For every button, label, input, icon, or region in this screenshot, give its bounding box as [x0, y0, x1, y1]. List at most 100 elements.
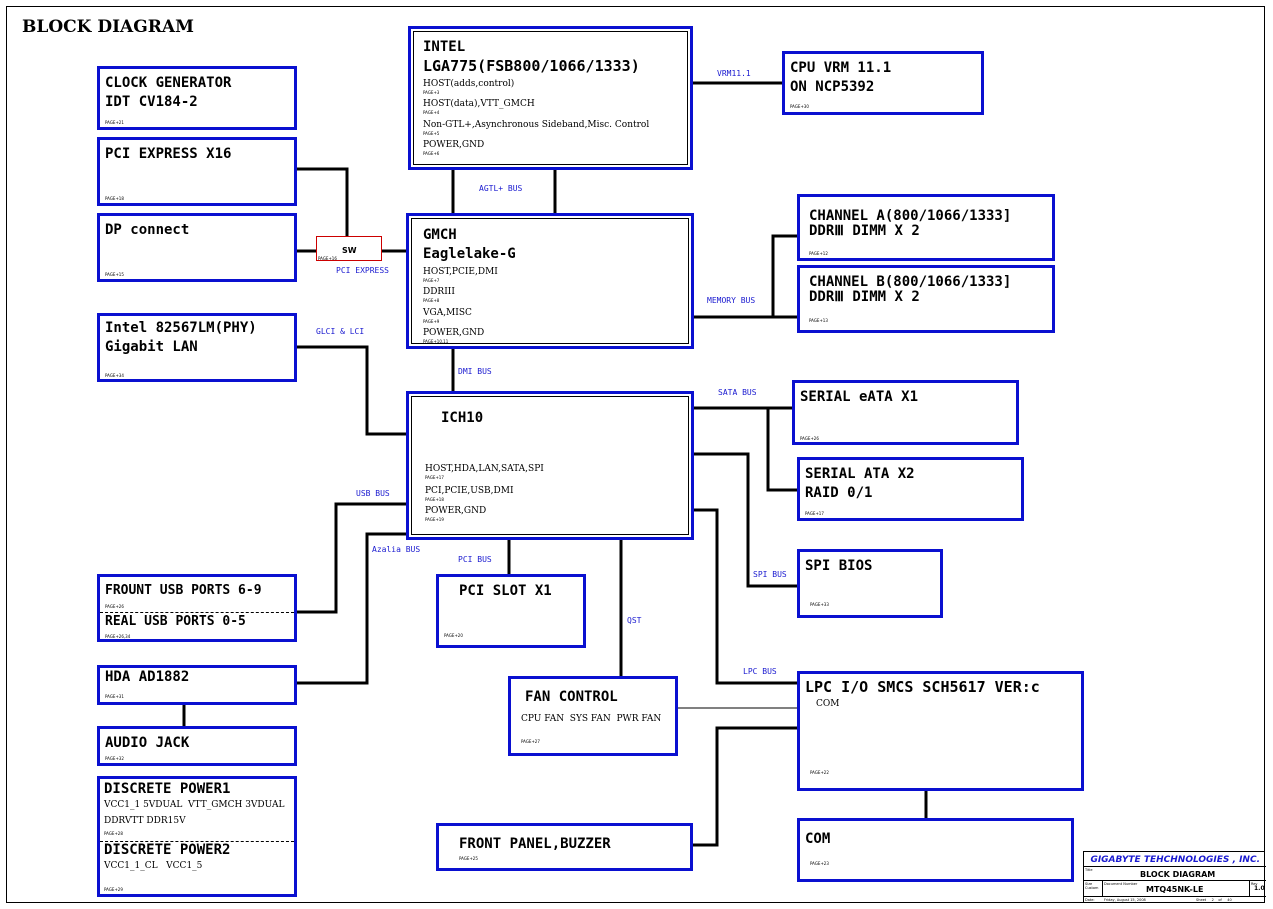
page-ref: PAGE+32 [105, 756, 124, 761]
page-ref: PAGE+26 [800, 436, 819, 441]
company-name: GIGABYTE TEHCHNOLOGIES , INC. [1090, 855, 1260, 865]
dp-connect-block: DP connect PAGE+15 [97, 213, 297, 282]
intel-cpu-sub-3: Non-GTL+,Asynchronous Sideband,Misc. Con… [423, 120, 650, 130]
serial-ata-line-1: SERIAL ATA X2 [805, 466, 915, 482]
ich10-sub-1: HOST,HDA,LAN,SATA,SPI [425, 464, 544, 474]
pci-express-x16-block: PCI EXPRESS X16 PAGE+18 [97, 137, 297, 206]
front-panel-block: FRONT PANEL,BUZZER PAGE+25 [436, 823, 693, 871]
power-divider [100, 841, 294, 842]
date-field: Date: [1085, 898, 1095, 902]
page-ref: PAGE+18 [105, 196, 124, 201]
intel-cpu-socket: LGA775(FSB800/1066/1333) [423, 57, 640, 75]
page-ref: PAGE+5 [423, 131, 440, 136]
usb-front-ports-label: FROUNT USB PORTS 6-9 [105, 583, 262, 598]
page-ref: PAGE+23 [810, 861, 829, 866]
usb-rear-ports-label: REAL USB PORTS 0-5 [105, 614, 246, 629]
hda-label: HDA AD1882 [105, 669, 190, 685]
lpc-io-com: COM [816, 699, 840, 709]
page-ref: PAGE+22 [810, 770, 829, 775]
intel-lan-block: Intel 82567LM(PHY) Gigabit LAN PAGE+34 [97, 313, 297, 382]
com-block: COM PAGE+23 [797, 818, 1074, 882]
page-ref: PAGE+17 [425, 475, 444, 480]
bus-label-memory: MEMORY BUS [707, 296, 756, 305]
page-ref: PAGE+30 [790, 104, 809, 109]
gmch-sub-2: DDRIII [423, 287, 455, 297]
page-ref: PAGE+29 [104, 887, 123, 892]
ich10-title: ICH10 [441, 410, 484, 426]
ich10-sub-2: PCI,PCIE,USB,DMI [425, 486, 514, 496]
ich10-block: ICH10 HOST,HDA,LAN,SATA,SPI PAGE+17 PCI,… [406, 391, 694, 540]
serial-eata-label: SERIAL eATA X1 [800, 389, 919, 405]
discrete-power2-title: DISCRETE POWER2 [104, 842, 231, 858]
bus-label-vrm: VRM11.1 [717, 69, 751, 78]
title-block-rule [1249, 880, 1250, 896]
spi-bios-label: SPI BIOS [805, 558, 873, 574]
sw-switch-block: SW PAGE+16 [316, 236, 382, 261]
com-label: COM [805, 831, 831, 847]
fan-control-block: FAN CONTROL CPU FAN SYS FAN PWR FAN PAGE… [508, 676, 678, 756]
gmch-sub-3: VGA,MISC [423, 308, 472, 318]
document-number-label: Document Number [1104, 882, 1138, 886]
page-ref: PAGE+31 [105, 694, 124, 699]
bus-label-agtl: AGTL+ BUS [479, 184, 523, 193]
sheet-frame [6, 6, 1265, 903]
page-ref: PAGE+27 [521, 739, 540, 744]
page-ref: PAGE+16 [318, 256, 337, 261]
intel-lan-line-1: Intel 82567LM(PHY) [105, 320, 257, 336]
channel-b-block: CHANNEL B(800/1066/1333] DDRⅢ DIMM X 2 P… [797, 265, 1055, 333]
channel-a-line-1: CHANNEL A(800/1066/1333] [809, 208, 1012, 224]
date-value: Friday, August 15, 2008 [1104, 898, 1146, 902]
gmch-block: GMCH Eaglelake-G HOST,PCIE,DMI PAGE+7 DD… [406, 213, 694, 349]
gmch-title: GMCH [423, 227, 457, 243]
title-block-rule [1084, 896, 1266, 897]
page-ref: PAGE+8 [423, 298, 440, 303]
channel-b-line-1: CHANNEL B(800/1066/1333] [809, 274, 1012, 290]
channel-a-block: CHANNEL A(800/1066/1333] DDRⅢ DIMM X 2 P… [797, 194, 1055, 261]
page-ref: PAGE+10,11 [423, 339, 449, 344]
document-number: MTQ45NK-LE [1146, 885, 1204, 894]
page-ref: PAGE+25 [459, 856, 478, 861]
discrete-power1-rails-1: VCC1_1 5VDUAL VTT_GMCH 3VDUAL [104, 800, 285, 810]
page-ref: PAGE+20 [444, 633, 463, 638]
fan-control-fans: CPU FAN SYS FAN PWR FAN [521, 714, 662, 724]
wire-spi [692, 452, 798, 588]
page-ref: PAGE+7 [423, 278, 440, 283]
page-ref: PAGE+12 [809, 251, 828, 256]
bus-label-qst: QST [627, 616, 642, 625]
intel-cpu-sub-4: POWER,GND [423, 140, 485, 150]
discrete-power-block: DISCRETE POWER1 VCC1_1 5VDUAL VTT_GMCH 3… [97, 776, 297, 897]
intel-lan-line-2: Gigabit LAN [105, 339, 198, 355]
wire-sata-raid [766, 408, 798, 492]
revision: 1.0 [1254, 885, 1265, 892]
sheet-title: BLOCK DIAGRAM [1140, 870, 1216, 879]
gmch-chip: Eaglelake-G [423, 246, 516, 262]
cpu-vrm-block: CPU VRM 11.1 ON NCP5392 PAGE+30 [782, 51, 984, 115]
fan-control-title: FAN CONTROL [525, 689, 618, 705]
wire-glci [296, 345, 408, 436]
page-ref: PAGE+28 [104, 831, 123, 836]
discrete-power2-rails: VCC1_1_CL VCC1_5 [104, 861, 203, 871]
page-ref: PAGE+21 [105, 120, 124, 125]
bus-label-dmi: DMI BUS [458, 367, 492, 376]
gmch-sub-4: POWER,GND [423, 328, 485, 338]
usb-ports-block: FROUNT USB PORTS 6-9 PAGE+26 REAL USB PO… [97, 574, 297, 642]
title-block-rule [1084, 866, 1266, 867]
usb-divider [100, 612, 294, 613]
bus-label-glci: GLCI & LCI [316, 327, 365, 336]
intel-cpu-sub-2: HOST(data),VTT_GMCH [423, 99, 535, 109]
bus-label-usb: USB BUS [356, 489, 390, 498]
page-ref: PAGE+3 [423, 90, 440, 95]
bus-label-pci-express: PCI EXPRESS [336, 266, 389, 275]
discrete-power1-rails-2: DDRVTT DDR15V [104, 816, 186, 826]
dp-connect-label: DP connect [105, 222, 190, 238]
clock-generator-block: CLOCK GENERATOR IDT CV184-2 PAGE+21 [97, 66, 297, 130]
bus-label-pci: PCI BUS [458, 555, 492, 564]
audio-jack-label: AUDIO JACK [105, 735, 190, 751]
clock-gen-line-2: IDT CV184-2 [105, 94, 198, 110]
gmch-sub-1: HOST,PCIE,DMI [423, 267, 498, 277]
page-ref: PAGE+34 [105, 373, 124, 378]
bus-label-azalia: Azalia BUS [372, 545, 421, 554]
